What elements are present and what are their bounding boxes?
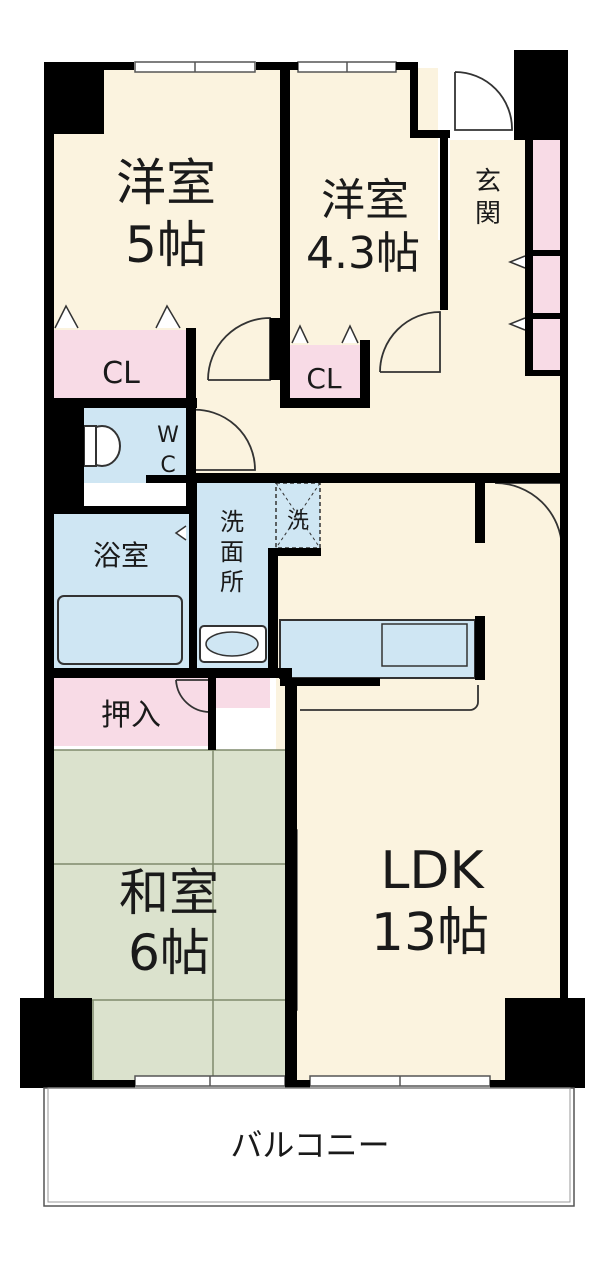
washbasin-bowl — [205, 631, 259, 657]
entrance-floor — [450, 140, 530, 250]
closet-2[interactable] — [288, 345, 360, 400]
kitchen-sink — [381, 623, 468, 667]
oshiire-small — [215, 678, 270, 708]
balcony-label: バルコニー — [230, 1126, 389, 1164]
tatami-lines — [52, 749, 287, 1080]
closet-1-label: CL — [102, 356, 140, 391]
oshiire-floor[interactable] — [52, 678, 212, 746]
western-room-2-size: 4.3帖 — [306, 228, 420, 279]
ldk-size: 13帖 — [371, 903, 489, 963]
oshiire-label: 押入 — [101, 698, 161, 733]
shoe-closet-3[interactable] — [530, 318, 565, 373]
washroom-label-1: 洗 — [220, 508, 244, 536]
closet-2-label: CL — [306, 362, 342, 395]
ldk-name: LDK — [380, 841, 485, 901]
bathtub — [57, 595, 183, 665]
shoe-closet-2[interactable] — [530, 255, 565, 315]
washroom-label-3: 所 — [220, 568, 244, 596]
entrance-label-1: 玄 — [475, 167, 501, 197]
western-room-1-size: 5帖 — [125, 216, 207, 274]
japanese-room-name: 和室 — [119, 864, 219, 922]
western-room-1-name: 洋室 — [116, 154, 216, 212]
closet-hinges — [54, 255, 526, 541]
entrance-label-2: 関 — [475, 199, 501, 229]
closet-1[interactable] — [52, 330, 190, 400]
japanese-room-size: 6帖 — [128, 924, 210, 982]
bathroom-label: 浴室 — [93, 539, 149, 572]
ldk-floor — [276, 480, 566, 1080]
walls — [20, 50, 585, 1088]
washroom-label-2: 面 — [220, 538, 244, 566]
shoe-closet-1[interactable] — [530, 140, 565, 250]
washer-label: 洗 — [287, 509, 309, 534]
toilet-label-2: C — [160, 453, 175, 478]
hallway-floor — [190, 240, 565, 475]
toilet-icon — [83, 425, 121, 467]
balcony — [43, 1087, 575, 1207]
western-room-2-name: 洋室 — [321, 175, 409, 226]
toilet-label-1: W — [157, 423, 179, 448]
